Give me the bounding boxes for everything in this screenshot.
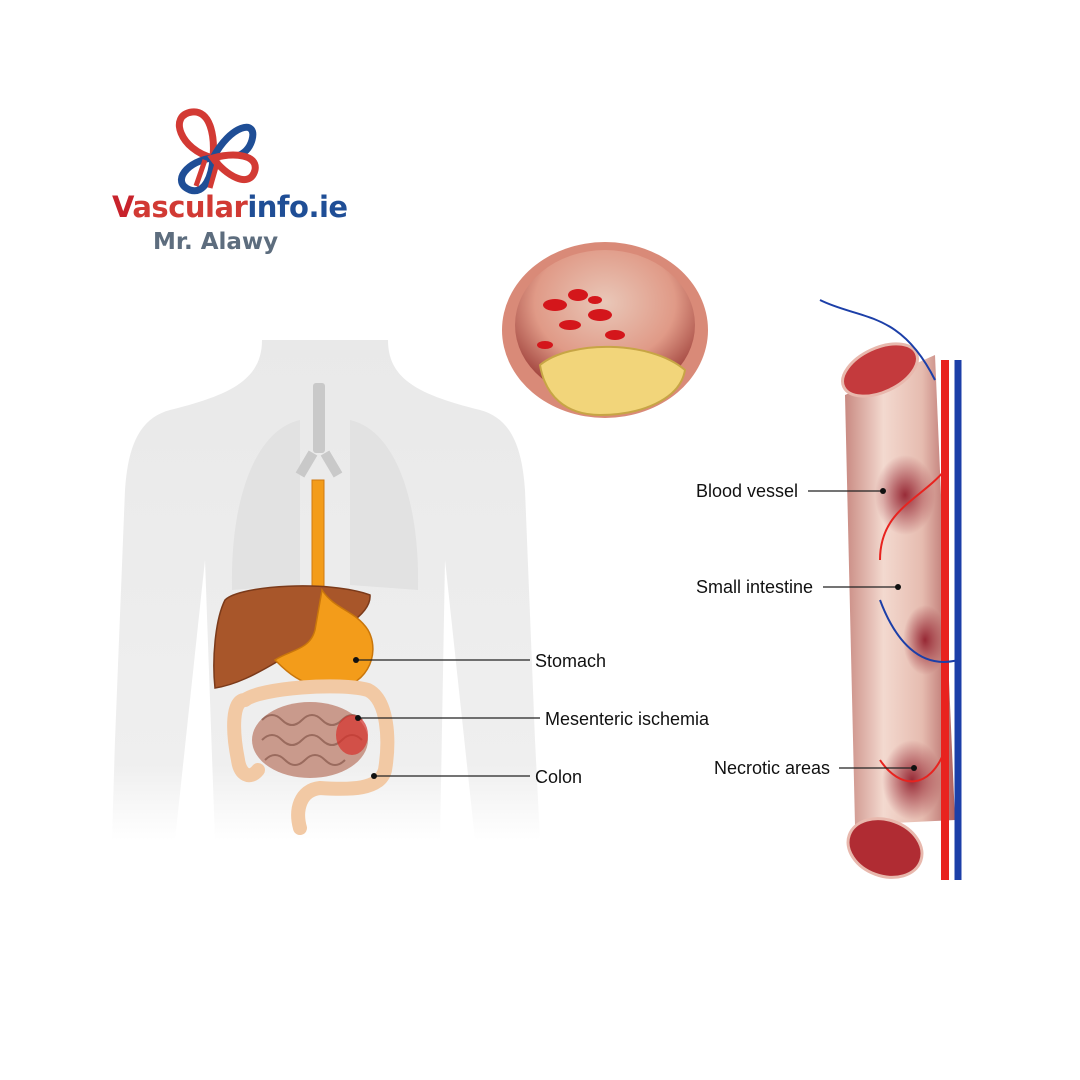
vein <box>819 299 962 880</box>
stomach-marker <box>353 657 359 663</box>
label-necrotic-areas: Necrotic areas <box>714 758 831 778</box>
necrotic-marker <box>911 765 917 771</box>
intestine-marker <box>895 584 901 590</box>
torso-leader-lines <box>356 659 540 777</box>
ischemia-marker <box>355 715 361 721</box>
intestine-segment <box>841 342 955 879</box>
logo-icon <box>176 108 259 195</box>
small-intestine <box>252 702 368 778</box>
brand-name-domain: info.ie <box>247 190 348 224</box>
brand-subtitle: Mr. Alawy <box>153 229 279 255</box>
intestine-leader-lines <box>808 490 914 769</box>
label-mesenteric-ischemia: Mesenteric ischemia <box>545 709 710 729</box>
vessel-marker <box>880 488 886 494</box>
brand-name-ascular: ascular <box>132 190 248 224</box>
colon <box>227 679 395 835</box>
esophagus <box>311 479 325 591</box>
label-blood-vessel: Blood vessel <box>696 481 799 501</box>
brand-name: Vascularinfo.ie <box>112 190 348 224</box>
trachea <box>295 383 343 478</box>
label-small-intestine: Small intestine <box>696 577 814 597</box>
brand-name-v: V <box>112 190 133 224</box>
vessel-cross-section <box>502 242 708 418</box>
label-colon: Colon <box>535 767 583 787</box>
colon-marker <box>371 773 377 779</box>
label-stomach: Stomach <box>535 651 607 671</box>
